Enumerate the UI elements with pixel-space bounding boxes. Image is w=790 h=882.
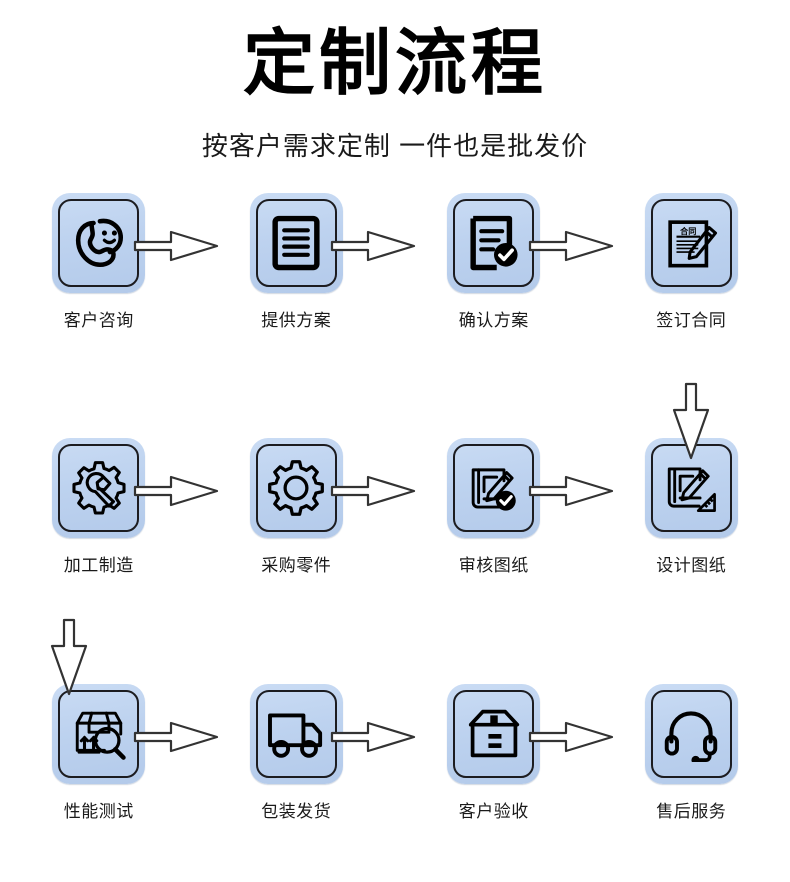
process-step-performance-test[interactable]: 性能测试 bbox=[0, 684, 198, 822]
step-label: 确认方案 bbox=[458, 311, 529, 330]
process-step-customer-acceptance[interactable]: 客户验收 bbox=[395, 684, 593, 822]
icon-tile bbox=[52, 684, 146, 784]
step-label: 采购零件 bbox=[261, 556, 332, 575]
blueprint-check-icon bbox=[471, 468, 516, 511]
step-label: 客户咨询 bbox=[63, 311, 134, 330]
step-label: 加工制造 bbox=[63, 556, 134, 575]
process-step-provide-plan[interactable]: 提供方案 bbox=[198, 193, 396, 331]
process-step-customer-inquiry[interactable]: 客户咨询 bbox=[0, 193, 198, 331]
step-label: 设计图纸 bbox=[656, 556, 727, 575]
step-label: 包装发货 bbox=[261, 802, 332, 821]
process-step-purchase-parts[interactable]: 采购零件 bbox=[198, 438, 396, 576]
icon-tile bbox=[249, 193, 343, 293]
package-box-icon bbox=[468, 709, 519, 758]
icon-tile bbox=[644, 684, 738, 784]
phone-customer-service-icon bbox=[75, 218, 123, 268]
page-title: 定制流程 bbox=[242, 24, 547, 104]
process-step-review-drawing[interactable]: 审核图纸 bbox=[395, 438, 593, 576]
delivery-truck-icon bbox=[268, 713, 323, 758]
process-step-packaging-shipping[interactable]: 包装发货 bbox=[198, 684, 396, 822]
step-label: 签订合同 bbox=[656, 311, 727, 330]
icon-tile bbox=[52, 193, 146, 293]
icon-tile bbox=[52, 438, 146, 538]
blueprint-ruler-icon bbox=[668, 467, 717, 513]
page-subtitle: 按客户需求定制 一件也是批发价 bbox=[201, 131, 589, 161]
headset-icon bbox=[665, 711, 718, 762]
icon-tile bbox=[447, 684, 541, 784]
icon-tile bbox=[447, 193, 541, 293]
icon-tile bbox=[249, 684, 343, 784]
process-row-1: 客户咨询 提供方案 bbox=[0, 193, 790, 343]
step-label: 提供方案 bbox=[261, 311, 332, 330]
step-label: 审核图纸 bbox=[458, 556, 529, 575]
process-step-confirm-plan[interactable]: 确认方案 bbox=[395, 193, 593, 331]
contract-pen-icon: 合同 bbox=[668, 220, 718, 268]
process-step-after-sales-service[interactable]: 售后服务 bbox=[593, 684, 790, 822]
step-label: 售后服务 bbox=[656, 802, 727, 821]
icon-tile bbox=[644, 438, 738, 538]
box-magnifier-icon bbox=[75, 711, 126, 760]
process-row-2: 加工制造 采购零件 bbox=[0, 438, 790, 588]
header: 定制流程 按客户需求定制 一件也是批发价 bbox=[0, 0, 790, 163]
process-row-3: 性能测试 包装发货 bbox=[0, 684, 790, 844]
step-label: 性能测试 bbox=[63, 802, 134, 821]
contract-icon-text: 合同 bbox=[679, 226, 696, 236]
gear-wrench-icon bbox=[72, 461, 126, 515]
icon-tile bbox=[447, 438, 541, 538]
document-lines-icon bbox=[272, 215, 320, 271]
icon-tile: 合同 bbox=[644, 193, 738, 293]
step-label: 客户验收 bbox=[458, 802, 529, 821]
process-flow: 客户咨询 提供方案 bbox=[0, 193, 790, 844]
icon-tile bbox=[249, 438, 343, 538]
process-step-manufacturing[interactable]: 加工制造 bbox=[0, 438, 198, 576]
gear-icon bbox=[268, 460, 325, 516]
document-check-icon bbox=[470, 215, 518, 271]
process-step-design-drawing[interactable]: 设计图纸 bbox=[593, 438, 790, 576]
process-step-sign-contract[interactable]: 合同 签订合同 bbox=[593, 193, 790, 331]
